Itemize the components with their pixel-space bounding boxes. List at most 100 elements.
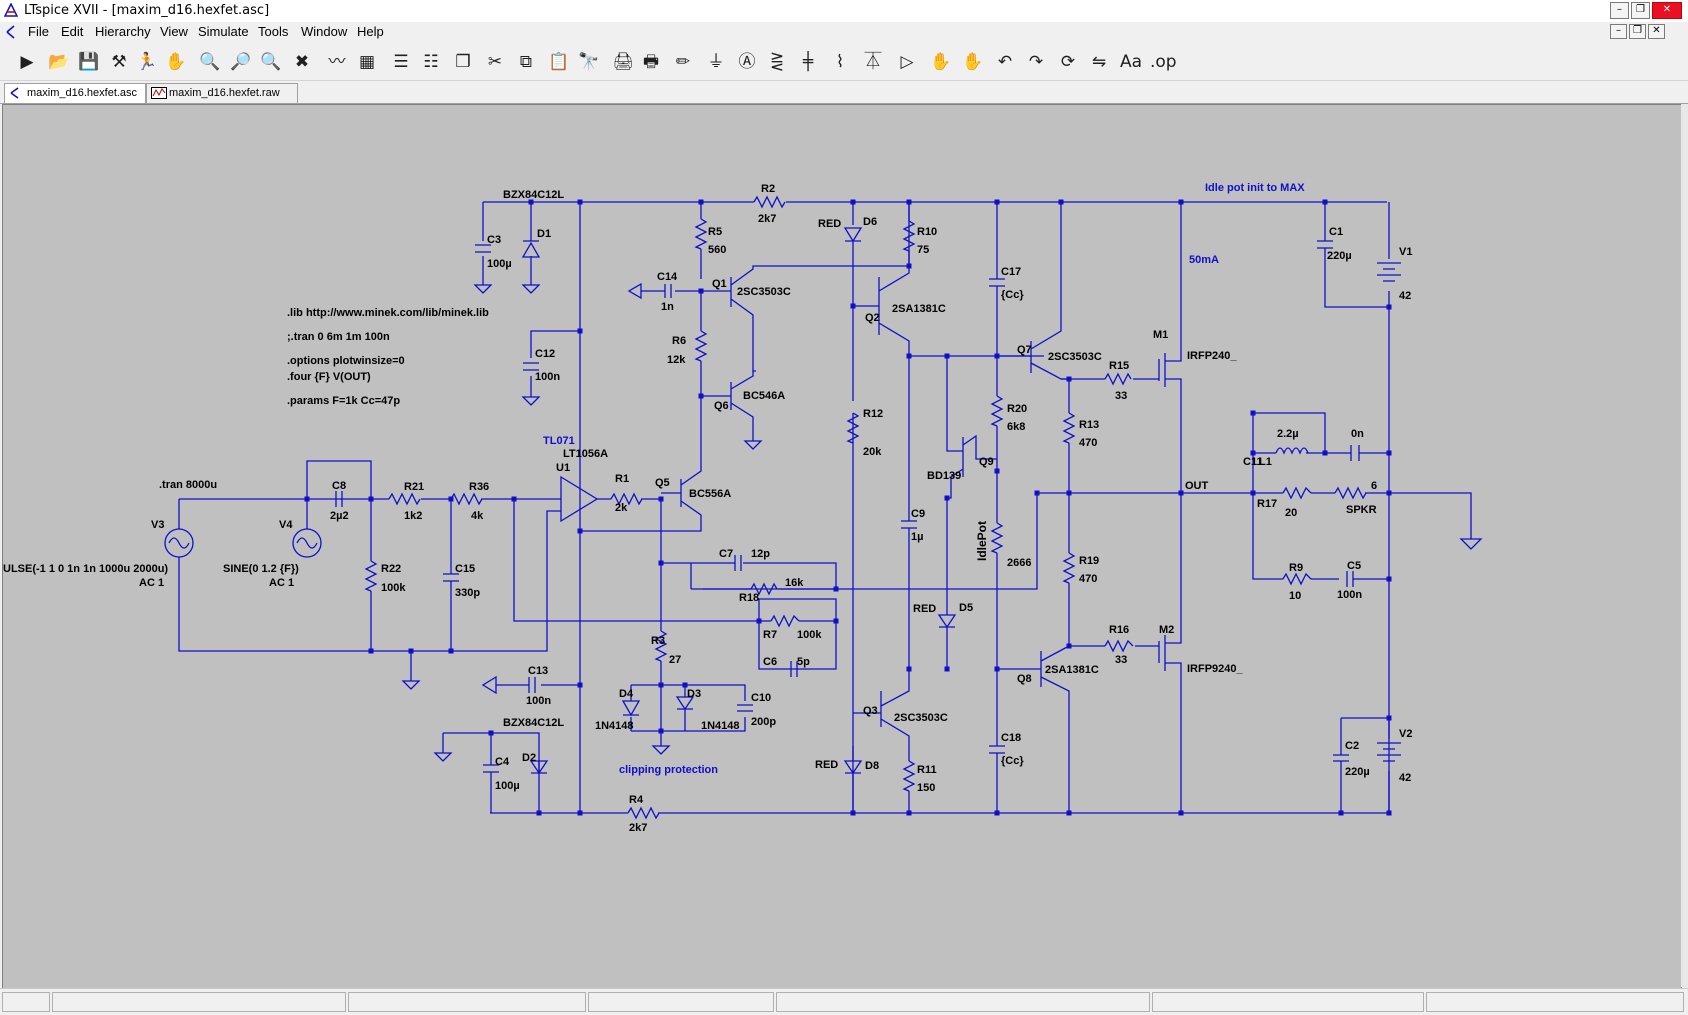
- autorange-icon[interactable]: 〰: [328, 52, 346, 72]
- schematic-label[interactable]: 100k: [797, 629, 822, 641]
- schematic-label[interactable]: 20k: [863, 446, 882, 458]
- schematic-label[interactable]: R3: [651, 635, 665, 647]
- schematic-label[interactable]: BC546A: [743, 390, 785, 402]
- schematic-label[interactable]: 12p: [751, 548, 770, 560]
- child-minimize-button[interactable]: –: [1610, 24, 1627, 39]
- schematic-label[interactable]: 6k8: [1007, 421, 1025, 433]
- schematic-label[interactable]: D6: [863, 216, 877, 228]
- menu-tools[interactable]: Tools: [258, 24, 289, 39]
- schematic-label[interactable]: R1: [615, 473, 629, 485]
- schematic-label[interactable]: 2666: [1007, 557, 1031, 569]
- spice-directive-icon[interactable]: .op: [1150, 52, 1177, 72]
- idlepot-label[interactable]: IdlePot: [975, 521, 989, 561]
- schematic-label[interactable]: 470: [1079, 437, 1097, 449]
- tile-vertical-icon[interactable]: ☰: [393, 52, 409, 72]
- schematic-label[interactable]: 220µ: [1345, 766, 1370, 778]
- schematic-label[interactable]: 27: [669, 654, 681, 666]
- schematic-label[interactable]: ULSE(-1 1 0 1n 1n 1000u 2000u): [3, 563, 168, 575]
- schematic-label[interactable]: R13: [1079, 419, 1099, 431]
- menu-view[interactable]: View: [160, 24, 188, 39]
- schematic-label[interactable]: R19: [1079, 555, 1099, 567]
- schematic-label[interactable]: R20: [1007, 403, 1027, 415]
- schematic-label[interactable]: D1: [537, 228, 551, 240]
- schematic-label[interactable]: R5: [708, 226, 722, 238]
- tile-horizontal-icon[interactable]: ☷: [423, 52, 439, 72]
- print-icon[interactable]: 🖨: [612, 52, 634, 72]
- schematic-label[interactable]: .params F=1k Cc=47p: [287, 395, 400, 407]
- schematic-label[interactable]: AC 1: [269, 577, 294, 589]
- schematic-label[interactable]: {Cc}: [1001, 289, 1024, 301]
- schematic-label[interactable]: 100n: [535, 371, 560, 383]
- redo-icon[interactable]: ↷: [1028, 52, 1044, 72]
- schematic-label[interactable]: 100µ: [487, 258, 512, 270]
- schematic-label[interactable]: D3: [687, 688, 701, 700]
- schematic-label[interactable]: .four {F} V(OUT): [287, 371, 371, 383]
- cascade-icon[interactable]: ❐: [455, 52, 471, 72]
- schematic-label[interactable]: 16k: [785, 577, 804, 589]
- zoom-back-icon[interactable]: 🔎: [230, 52, 252, 72]
- menu-hierarchy[interactable]: Hierarchy: [95, 24, 151, 39]
- schematic-label[interactable]: IRFP9240_: [1187, 663, 1244, 675]
- close-button[interactable]: ✕: [1652, 2, 1682, 19]
- grid-icon[interactable]: ▦: [358, 52, 376, 72]
- rotate-icon[interactable]: ⟳: [1060, 52, 1076, 72]
- pan-icon[interactable]: ✋: [165, 52, 187, 72]
- schematic-label[interactable]: 2SC3503C: [737, 286, 791, 298]
- schematic-label[interactable]: 560: [708, 244, 726, 256]
- schematic-label[interactable]: Q6: [714, 400, 729, 412]
- schematic-label[interactable]: {Cc}: [1001, 755, 1024, 767]
- schematic-label[interactable]: 100n: [526, 695, 551, 707]
- schematic-label[interactable]: TL071: [543, 435, 575, 447]
- schematic-label[interactable]: IRFP240_: [1187, 350, 1237, 362]
- schematic-label[interactable]: 100n: [1337, 589, 1362, 601]
- minimize-button[interactable]: –: [1610, 2, 1629, 19]
- schematic-label[interactable]: 1N4148: [595, 720, 634, 732]
- schematic-label[interactable]: BC556A: [689, 488, 731, 500]
- open-icon[interactable]: 📂: [48, 52, 70, 72]
- schematic-label[interactable]: 1N4148: [701, 720, 740, 732]
- text-icon[interactable]: Aa: [1119, 52, 1143, 72]
- schematic-label[interactable]: Q8: [1017, 673, 1032, 685]
- diode-icon[interactable]: ⏄: [864, 52, 882, 72]
- schematic-label[interactable]: C17: [1001, 266, 1021, 278]
- menu-window[interactable]: Window: [301, 24, 348, 39]
- schematic-label[interactable]: RED: [818, 218, 841, 230]
- save-icon[interactable]: 💾: [78, 52, 100, 72]
- menu-help[interactable]: Help: [357, 24, 384, 39]
- schematic-label[interactable]: 42: [1399, 772, 1411, 784]
- child-close-button[interactable]: ✕: [1648, 24, 1665, 39]
- schematic-label[interactable]: C11: [1243, 456, 1263, 468]
- schematic-label[interactable]: R6: [672, 335, 686, 347]
- schematic-label[interactable]: 2µ2: [330, 510, 349, 522]
- schematic-label[interactable]: V2: [1399, 728, 1412, 740]
- tab-waveform[interactable]: maxim_d16.hexfet.raw: [146, 83, 298, 103]
- idle-pot-note[interactable]: Idle pot init to MAX: [1205, 182, 1305, 194]
- schematic-label[interactable]: C6: [763, 656, 777, 668]
- find-icon[interactable]: 🔭: [578, 52, 600, 72]
- schematic-label[interactable]: C18: [1001, 732, 1021, 744]
- zoom-out-icon[interactable]: 🔍: [260, 52, 282, 72]
- halt-icon[interactable]: 🏃: [136, 52, 158, 72]
- paste-icon[interactable]: 📋: [548, 52, 570, 72]
- schematic-label[interactable]: R2: [761, 183, 775, 195]
- schematic-label[interactable]: LT1056A: [563, 448, 608, 460]
- schematic-label[interactable]: C3: [487, 234, 501, 246]
- schematic-label[interactable]: Q1: [712, 278, 727, 290]
- schematic-label[interactable]: 6: [1371, 480, 1377, 492]
- schematic-label[interactable]: Q2: [865, 312, 880, 324]
- print-setup-icon[interactable]: 🖶: [642, 52, 660, 72]
- schematic-label[interactable]: 5p: [797, 656, 810, 668]
- schematic-label[interactable]: 2SC3503C: [1048, 351, 1102, 363]
- schematic-label[interactable]: 330p: [455, 587, 480, 599]
- schematic-label[interactable]: R12: [863, 408, 883, 420]
- schematic-label[interactable]: C13: [528, 665, 548, 677]
- schematic-label[interactable]: 1n: [661, 301, 674, 313]
- schematic-label[interactable]: .options plotwinsize=0: [287, 355, 405, 367]
- schematic-label[interactable]: 1µ: [911, 531, 923, 543]
- tab-schematic[interactable]: maxim_d16.hexfet.asc: [4, 83, 146, 103]
- schematic-label[interactable]: C1: [1329, 226, 1343, 238]
- schematic-label[interactable]: C7: [719, 548, 733, 560]
- schematic-label[interactable]: R17: [1257, 498, 1277, 510]
- schematic-label[interactable]: D4: [619, 688, 634, 700]
- schematic-label[interactable]: RED: [815, 759, 838, 771]
